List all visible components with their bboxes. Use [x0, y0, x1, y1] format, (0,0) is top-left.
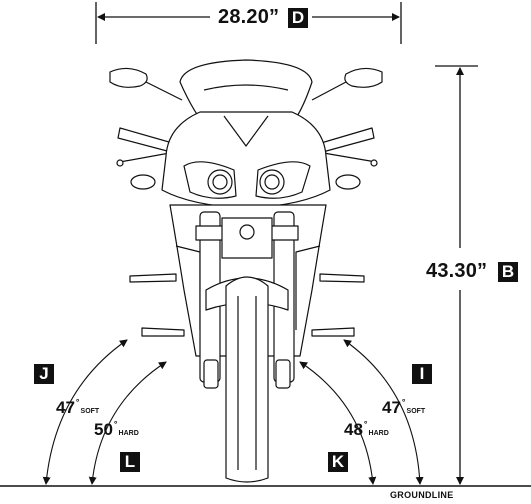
angle-label-k: 48°HARD	[344, 419, 389, 440]
upper-fairing	[161, 111, 331, 209]
arc-j	[42, 339, 128, 485]
angle-label-i: 47°SOFT	[382, 397, 426, 418]
angle-label-l: 50°HARD	[94, 419, 139, 440]
angle-badge-l: L	[120, 452, 140, 472]
angle-badge-i: I	[412, 364, 432, 384]
height-dimension-value: 43.30”	[426, 260, 488, 282]
front-tire	[225, 276, 269, 483]
arc-l	[88, 361, 167, 485]
groundline-label: GROUNDLINE	[390, 490, 454, 500]
degree-symbol-l: °	[113, 419, 118, 429]
angle-qualifier-i: SOFT	[406, 408, 426, 415]
angle-value-l: 50	[94, 420, 113, 439]
footpegs	[129, 273, 365, 337]
angle-qualifier-k: HARD	[368, 430, 389, 437]
angle-value-j: 47	[56, 398, 75, 417]
motorcycle-illustration	[109, 59, 383, 483]
width-dimension-badge: D	[288, 8, 308, 28]
angle-arcs	[42, 339, 424, 485]
degree-symbol-k: °	[363, 419, 368, 429]
left-mirror	[109, 67, 183, 101]
angle-label-j: 47°SOFT	[56, 397, 100, 418]
arc-i	[343, 339, 424, 485]
degree-symbol-j: °	[75, 397, 80, 407]
angle-qualifier-j: SOFT	[80, 408, 100, 415]
width-dimension-line	[95, 2, 402, 44]
headlights	[183, 161, 311, 199]
angle-value-k: 48	[344, 420, 363, 439]
width-dimension-value: 28.20”	[218, 6, 280, 28]
right-mirror	[311, 67, 383, 101]
angle-badge-k: K	[328, 452, 348, 472]
height-dimension-line	[435, 65, 478, 485]
degree-symbol-i: °	[401, 397, 406, 407]
angle-badge-j: J	[34, 364, 54, 384]
arc-k	[299, 361, 377, 485]
height-dimension-badge: B	[498, 262, 518, 282]
angle-value-i: 47	[382, 398, 401, 417]
angle-qualifier-l: HARD	[118, 430, 139, 437]
